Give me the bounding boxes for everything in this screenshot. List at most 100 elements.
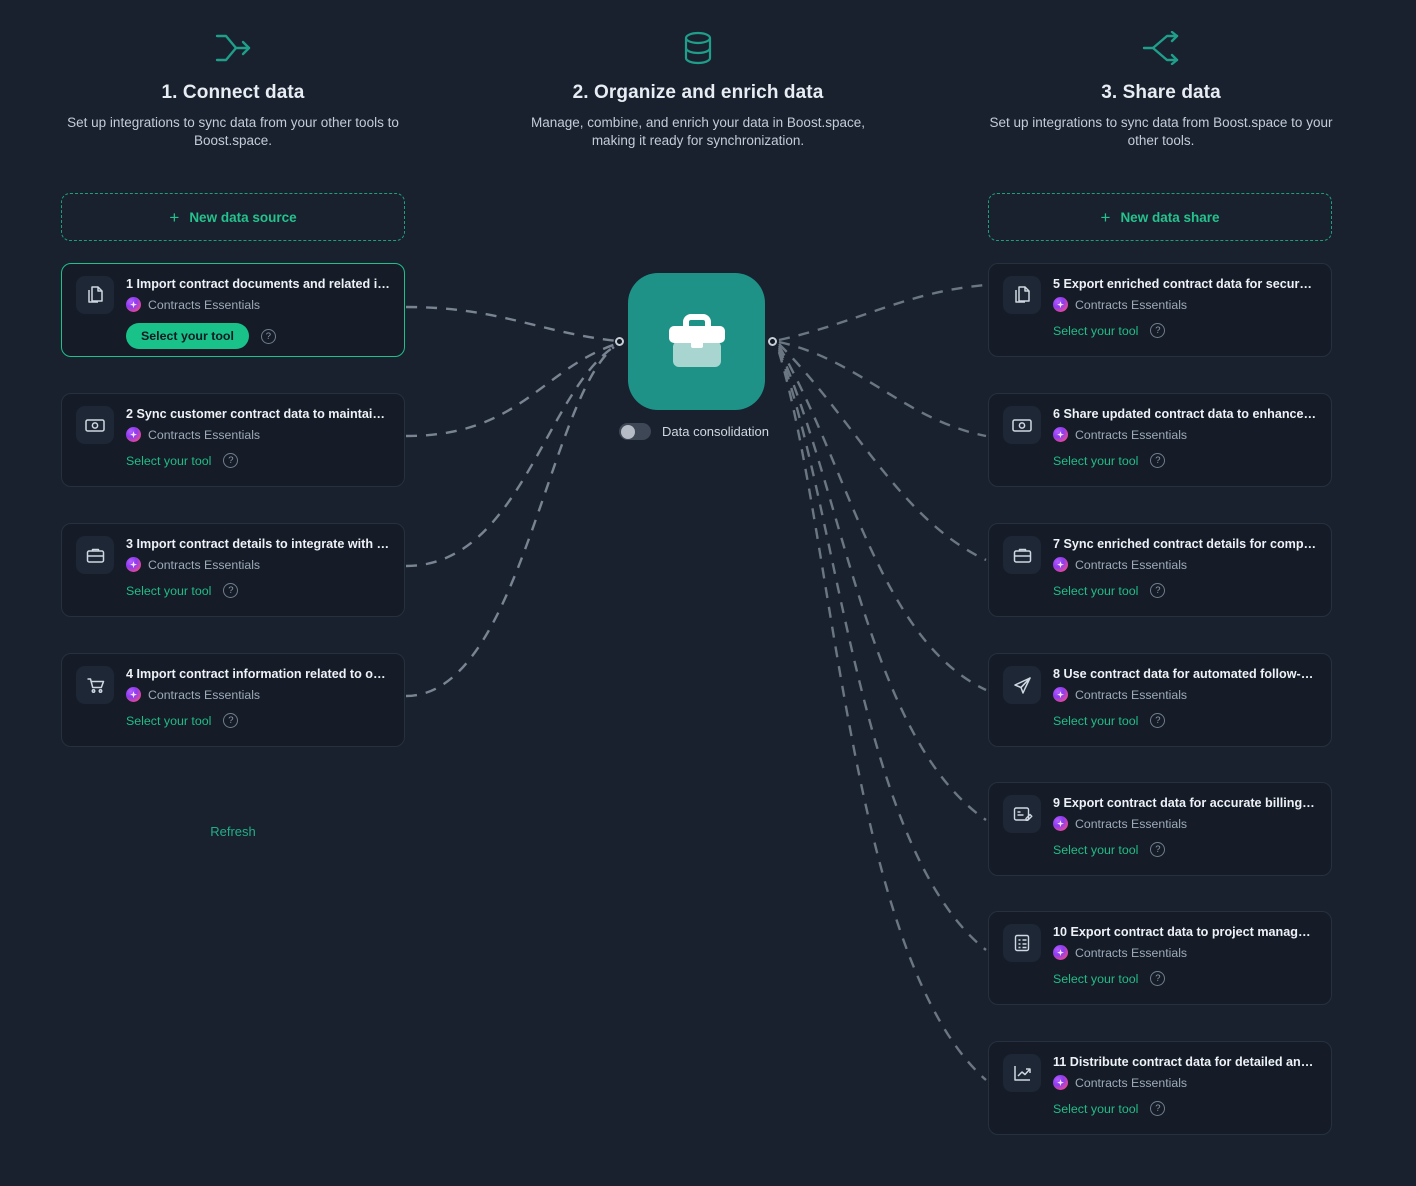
card-title: 3 Import contract details to integrate w…: [126, 537, 390, 551]
app-name: Contracts Essentials: [1075, 816, 1188, 831]
invoice-edit-icon: [1003, 795, 1041, 833]
select-your-tool-button[interactable]: Select your tool: [126, 323, 249, 349]
data-share-card[interactable]: 9 Export contract data for accurate bill…: [988, 782, 1332, 876]
column-header-share: 3. Share data Set up integrations to syn…: [988, 26, 1334, 150]
page-title-share: 3. Share data: [1101, 82, 1221, 103]
help-icon[interactable]: ?: [1150, 583, 1166, 598]
column-header-organize: 2. Organize and enrich data Manage, comb…: [508, 26, 888, 150]
card-title: 7 Sync enriched contract details for com…: [1053, 537, 1317, 551]
select-your-tool-button[interactable]: Select your tool: [1053, 453, 1139, 468]
data-source-card[interactable]: 3 Import contract details to integrate w…: [61, 523, 405, 617]
app-badge-icon: [1053, 945, 1068, 961]
app-name: Contracts Essentials: [1075, 687, 1188, 702]
toggle-knob: [620, 424, 635, 439]
column-header-connect: 1. Connect data Set up integrations to s…: [62, 26, 404, 150]
select-your-tool-button[interactable]: Select your tool: [1053, 583, 1139, 598]
trend-chart-icon: [1003, 1054, 1041, 1092]
app-badge-icon: [126, 687, 141, 703]
data-share-card[interactable]: 8 Use contract data for automated follow…: [988, 653, 1332, 747]
help-icon[interactable]: ?: [223, 453, 239, 468]
plus-icon: +: [169, 207, 180, 227]
app-badge-icon: [1053, 816, 1068, 832]
app-badge-icon: [126, 427, 141, 443]
data-share-card[interactable]: 6 Share updated contract data to enhance…: [988, 393, 1332, 487]
data-consolidation-toggle-row[interactable]: Data consolidation: [619, 423, 769, 440]
app-name: Contracts Essentials: [148, 557, 261, 572]
app-badge-icon: [126, 297, 141, 313]
help-icon[interactable]: ?: [223, 583, 239, 598]
help-icon[interactable]: ?: [223, 713, 239, 728]
select-your-tool-button[interactable]: Select your tool: [1053, 323, 1139, 338]
help-icon[interactable]: ?: [1150, 842, 1166, 857]
data-share-card[interactable]: 10 Export contract data to project manag…: [988, 911, 1332, 1005]
page-title-connect: 1. Connect data: [161, 82, 305, 103]
split-arrow-icon: [988, 26, 1334, 70]
card-title: 6 Share updated contract data to enhance…: [1053, 407, 1317, 421]
app-name: Contracts Essentials: [148, 297, 261, 312]
column-description-connect: Set up integrations to sync data from yo…: [67, 115, 399, 149]
card-title: 11 Distribute contract data for detailed…: [1053, 1055, 1317, 1069]
app-name: Contracts Essentials: [1075, 557, 1188, 572]
briefcase-icon: [76, 536, 114, 574]
data-source-card[interactable]: 1 Import contract documents and related …: [61, 263, 405, 357]
select-your-tool-button[interactable]: Select your tool: [126, 583, 212, 598]
refresh-button[interactable]: Refresh: [210, 824, 256, 839]
new-data-share-label: New data share: [1120, 209, 1220, 225]
help-icon[interactable]: ?: [260, 328, 276, 344]
card-title: 10 Export contract data to project manag…: [1053, 925, 1317, 939]
banknote-icon: [76, 406, 114, 444]
help-icon[interactable]: ?: [1150, 971, 1166, 986]
hub-input-port: [615, 337, 624, 346]
app-name: Contracts Essentials: [1075, 945, 1188, 960]
documents-copy-icon: [76, 276, 114, 314]
select-your-tool-button[interactable]: Select your tool: [1053, 713, 1139, 728]
data-share-card[interactable]: 11 Distribute contract data for detailed…: [988, 1041, 1332, 1135]
plus-icon: +: [1100, 207, 1111, 227]
database-icon: [508, 26, 888, 70]
merge-arrow-icon: [62, 26, 404, 70]
new-data-source-label: New data source: [189, 209, 297, 225]
app-badge-icon: [1053, 1075, 1068, 1091]
documents-copy-icon: [1003, 276, 1041, 314]
shopping-cart-icon: [76, 666, 114, 704]
new-data-share-button[interactable]: + New data share: [988, 193, 1332, 241]
card-title: 5 Export enriched contract data for secu…: [1053, 277, 1317, 291]
page-title-organize: 2. Organize and enrich data: [572, 82, 824, 103]
select-your-tool-button[interactable]: Select your tool: [126, 713, 212, 728]
data-source-card[interactable]: 2 Sync customer contract data to maintai…: [61, 393, 405, 487]
app-badge-icon: [1053, 427, 1068, 443]
data-consolidation-toggle[interactable]: [619, 423, 651, 440]
data-share-card[interactable]: 5 Export enriched contract data for secu…: [988, 263, 1332, 357]
select-your-tool-button[interactable]: Select your tool: [1053, 971, 1139, 986]
help-icon[interactable]: ?: [1150, 323, 1166, 338]
data-consolidation-hub[interactable]: [628, 273, 765, 410]
card-title: 2 Sync customer contract data to maintai…: [126, 407, 390, 421]
app-name: Contracts Essentials: [1075, 427, 1188, 442]
card-title: 4 Import contract information related to…: [126, 667, 390, 681]
app-badge-icon: [1053, 297, 1068, 313]
card-title: 8 Use contract data for automated follow…: [1053, 667, 1317, 681]
data-consolidation-label: Data consolidation: [662, 424, 769, 439]
column-description-share: Set up integrations to sync data from Bo…: [989, 115, 1333, 149]
help-icon[interactable]: ?: [1150, 453, 1166, 468]
briefcase-icon: [1003, 536, 1041, 574]
paper-plane-icon: [1003, 666, 1041, 704]
checklist-icon: [1003, 924, 1041, 962]
data-share-card[interactable]: 7 Sync enriched contract details for com…: [988, 523, 1332, 617]
select-your-tool-button[interactable]: Select your tool: [126, 453, 212, 468]
app-name: Contracts Essentials: [1075, 1075, 1188, 1090]
card-title: 9 Export contract data for accurate bill…: [1053, 796, 1317, 810]
column-description-organize: Manage, combine, and enrich your data in…: [531, 115, 865, 149]
hub-output-port: [768, 337, 777, 346]
help-icon[interactable]: ?: [1150, 713, 1166, 728]
data-source-card[interactable]: 4 Import contract information related to…: [61, 653, 405, 747]
select-your-tool-button[interactable]: Select your tool: [1053, 842, 1139, 857]
app-name: Contracts Essentials: [148, 427, 261, 442]
select-your-tool-button[interactable]: Select your tool: [1053, 1101, 1139, 1116]
banknote-icon: [1003, 406, 1041, 444]
help-icon[interactable]: ?: [1150, 1101, 1166, 1116]
new-data-source-button[interactable]: + New data source: [61, 193, 405, 241]
app-badge-icon: [126, 557, 141, 573]
card-title: 1 Import contract documents and related …: [126, 277, 390, 291]
